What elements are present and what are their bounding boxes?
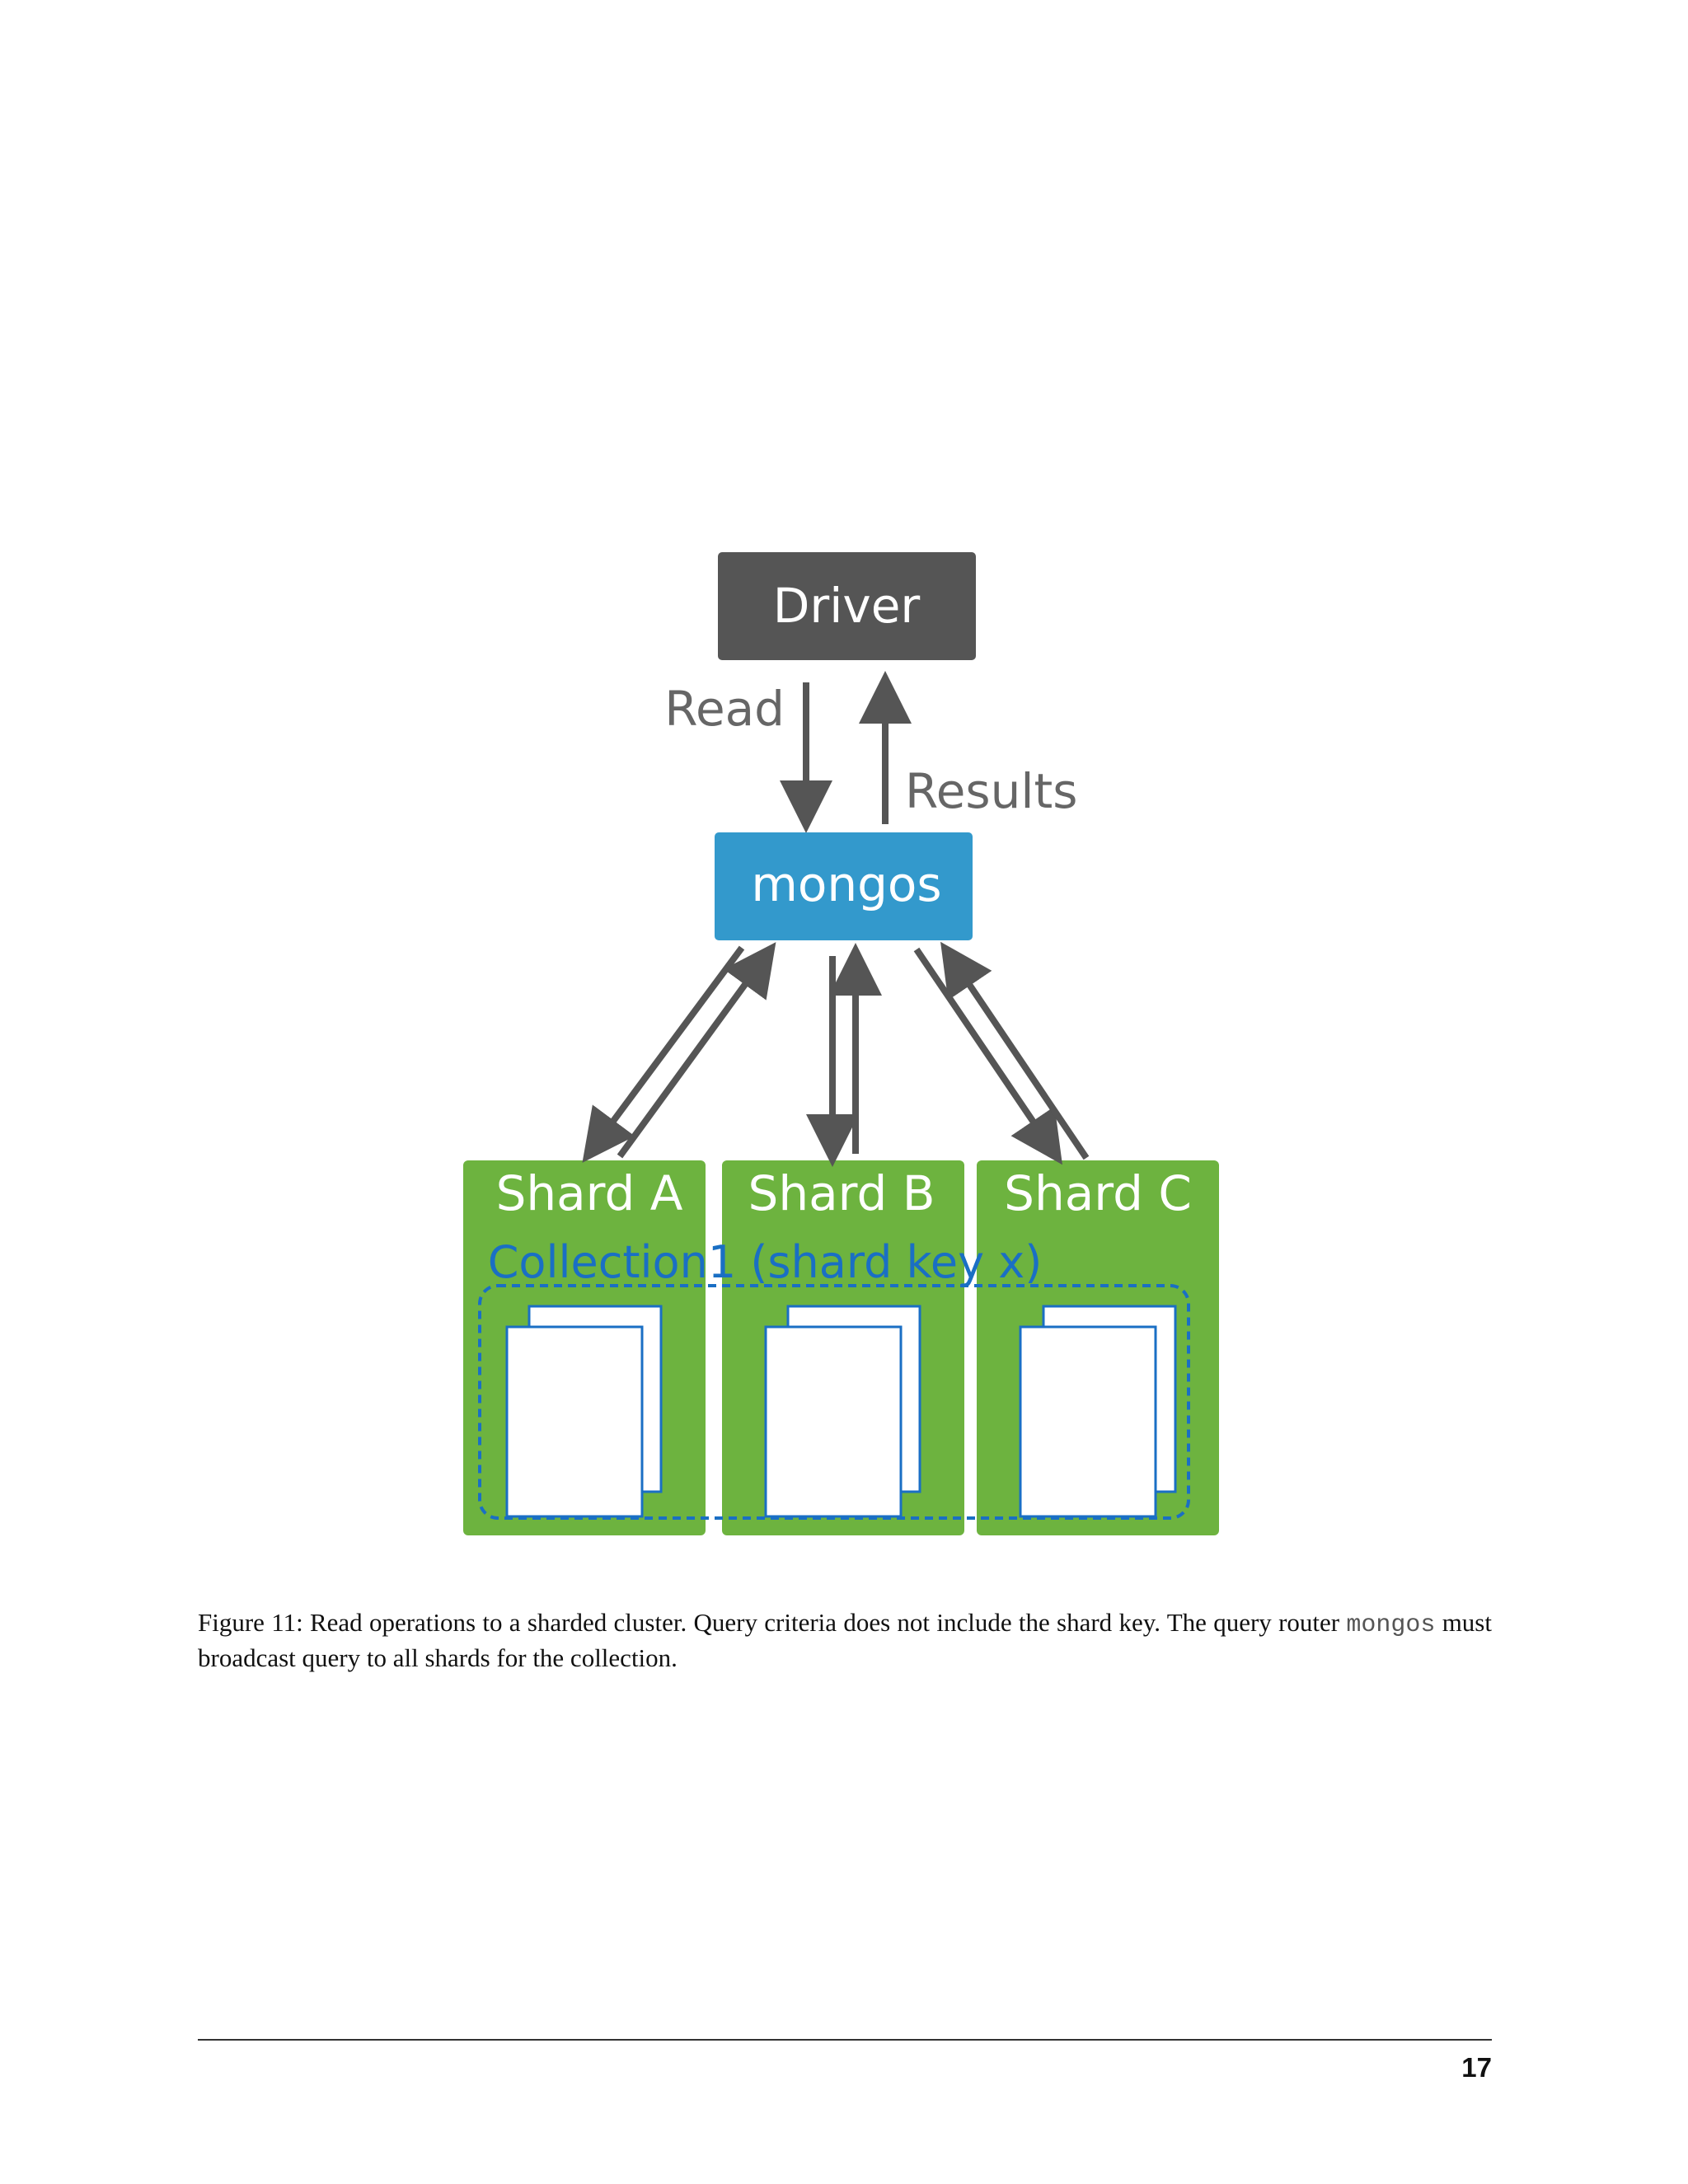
shard-b-label: Shard B (748, 1165, 935, 1221)
caption-text-2: must broadcast query to all shards for t… (198, 1608, 1492, 1672)
caption-text-1: Figure 11: Read operations to a sharded … (198, 1608, 1347, 1637)
driver-node: Driver (718, 552, 976, 660)
page-number: 17 (1461, 2052, 1492, 2083)
caption-code-mongos: mongos (1346, 1611, 1436, 1639)
document-front (764, 1325, 903, 1518)
results-label: Results (905, 763, 1077, 819)
shard-c-documents (1019, 1305, 1177, 1518)
figure-caption: Figure 11: Read operations to a sharded … (198, 1606, 1492, 1675)
query-arrow-shard-c (913, 947, 1062, 1165)
shard-a-label: Shard A (496, 1165, 683, 1221)
query-arrow-shard-a (582, 945, 745, 1163)
read-label: Read (664, 681, 785, 737)
collection-label: Collection1 (shard key x) (488, 1236, 1043, 1288)
footer-rule (198, 2039, 1492, 2041)
response-arrow-shard-a (617, 942, 776, 1159)
document-front (1019, 1325, 1157, 1518)
shard-c-label: Shard C (1004, 1165, 1192, 1221)
mongos-label: mongos (751, 856, 941, 912)
mongos-node: mongos (715, 832, 973, 940)
document-front (505, 1325, 644, 1518)
shard-a-documents (505, 1305, 663, 1518)
collection-outline (478, 1284, 1190, 1520)
shard-b-documents (764, 1305, 921, 1518)
driver-label: Driver (773, 578, 921, 634)
response-arrow-shard-c (940, 941, 1090, 1160)
